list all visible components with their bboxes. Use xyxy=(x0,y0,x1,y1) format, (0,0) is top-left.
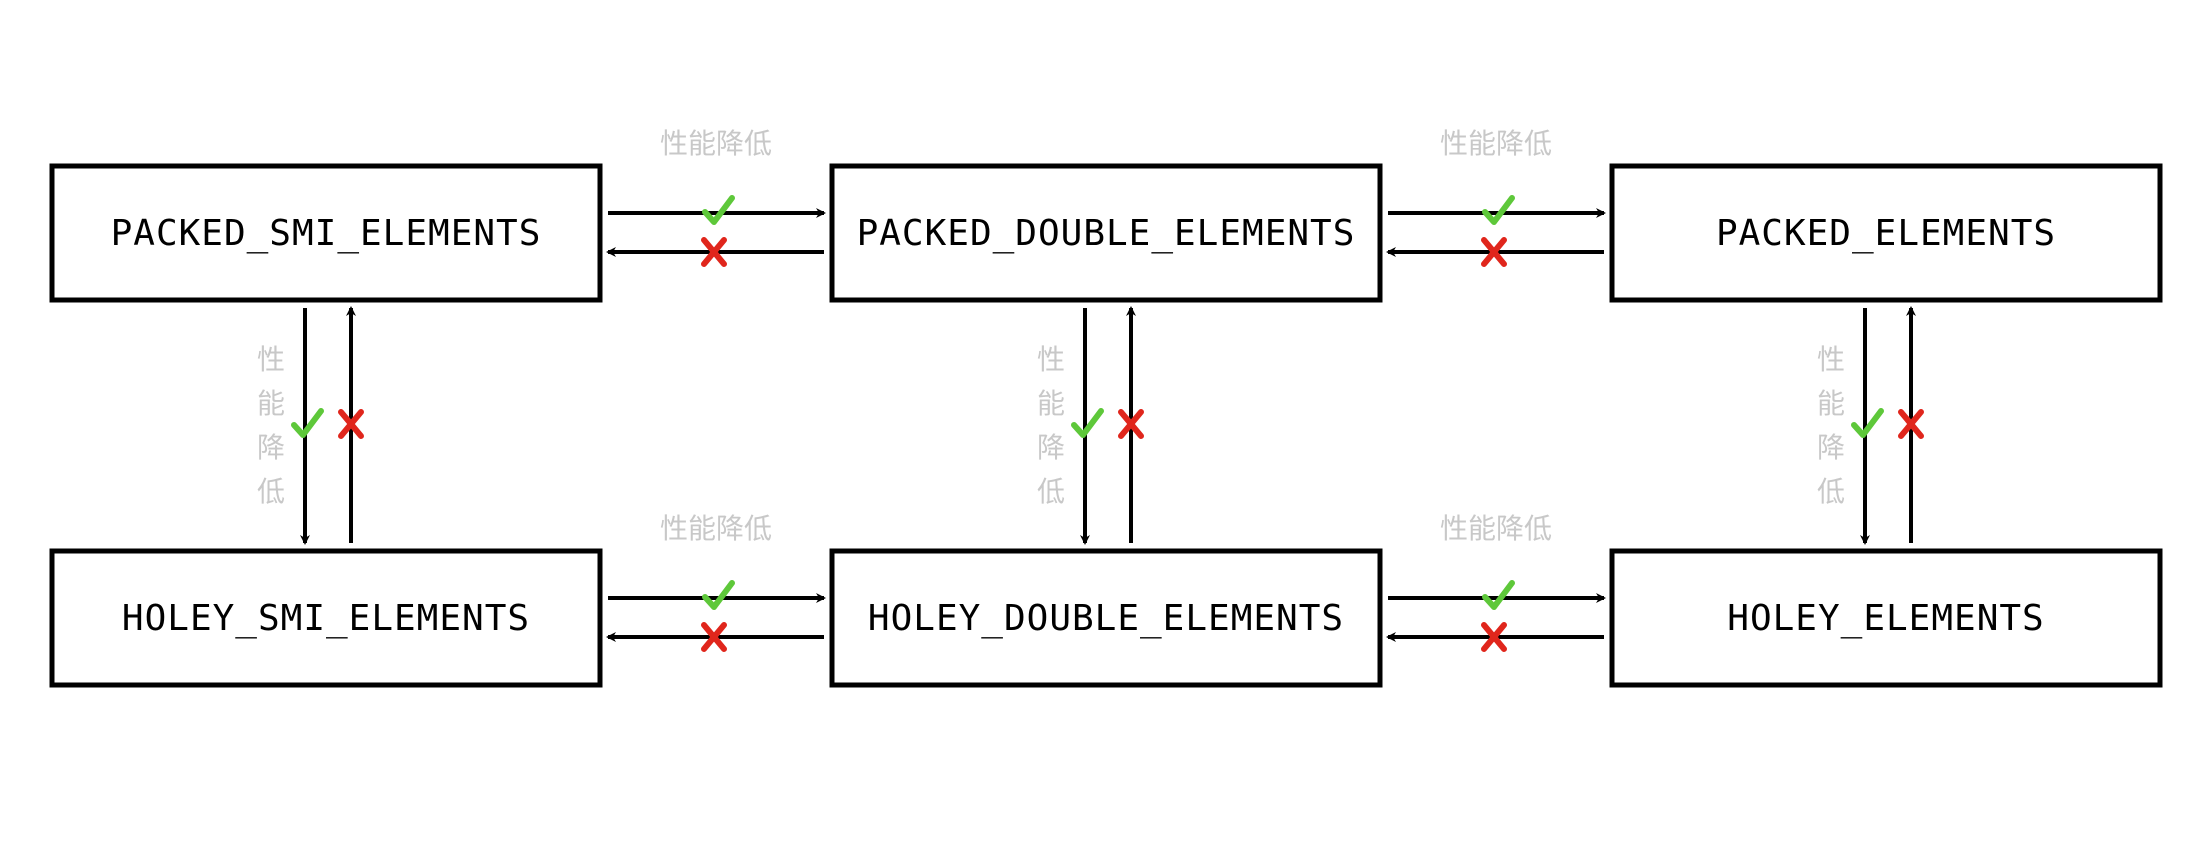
transition-packed-to-holey: 性能降低 xyxy=(1817,306,1924,545)
node-box xyxy=(49,548,603,688)
cross-icon xyxy=(701,622,727,652)
node-packed: PACKED_ELEMENTS xyxy=(1609,163,2163,303)
transition-packed-smi-to-packed-double: 性能降低 xyxy=(606,127,826,267)
cross-icon xyxy=(1118,409,1144,439)
node-label: HOLEY_ELEMENTS xyxy=(1727,598,2044,639)
check-icon xyxy=(1482,580,1515,610)
node-box xyxy=(1609,163,2163,303)
node-box xyxy=(829,163,1383,303)
cross-icon xyxy=(338,409,364,439)
node-box xyxy=(829,548,1383,688)
transition-packed-double-to-holey-double: 性能降低 xyxy=(1037,306,1144,545)
cross-icon xyxy=(1481,622,1507,652)
check-icon xyxy=(1071,408,1104,438)
check-icon xyxy=(1851,408,1884,438)
check-icon xyxy=(1482,195,1515,225)
cross-icon xyxy=(1898,409,1924,439)
transition-packed-double-to-packed: 性能降低 xyxy=(1386,127,1606,267)
check-icon xyxy=(702,580,735,610)
perf-degrade-label: 性能降低 xyxy=(1440,127,1552,160)
node-label: PACKED_SMI_ELEMENTS xyxy=(111,213,542,254)
transition-holey-double-to-holey: 性能降低 xyxy=(1386,512,1606,652)
node-holey-double: HOLEY_DOUBLE_ELEMENTS xyxy=(829,548,1383,688)
node-holey: HOLEY_ELEMENTS xyxy=(1609,548,2163,688)
node-label: PACKED_ELEMENTS xyxy=(1716,213,2056,254)
cross-icon xyxy=(1481,237,1507,267)
node-packed-double: PACKED_DOUBLE_ELEMENTS xyxy=(829,163,1383,303)
node-label: PACKED_DOUBLE_ELEMENTS xyxy=(857,213,1356,254)
perf-degrade-label: 性能降低 xyxy=(1037,343,1065,508)
perf-degrade-label: 性能降低 xyxy=(1440,512,1552,545)
cross-icon xyxy=(701,237,727,267)
check-icon xyxy=(702,195,735,225)
perf-degrade-label: 性能降低 xyxy=(660,512,772,545)
check-icon xyxy=(291,408,324,438)
perf-degrade-label: 性能降低 xyxy=(1817,343,1845,508)
node-box xyxy=(1609,548,2163,688)
node-label: HOLEY_SMI_ELEMENTS xyxy=(122,598,530,639)
node-holey-smi: HOLEY_SMI_ELEMENTS xyxy=(49,548,603,688)
perf-degrade-label: 性能降低 xyxy=(660,127,772,160)
node-packed-smi: PACKED_SMI_ELEMENTS xyxy=(49,163,603,303)
transition-packed-smi-to-holey-smi: 性能降低 xyxy=(257,306,364,545)
node-box xyxy=(49,163,603,303)
perf-degrade-label: 性能降低 xyxy=(257,343,285,508)
node-label: HOLEY_DOUBLE_ELEMENTS xyxy=(868,598,1344,639)
transition-holey-smi-to-holey-double: 性能降低 xyxy=(606,512,826,652)
